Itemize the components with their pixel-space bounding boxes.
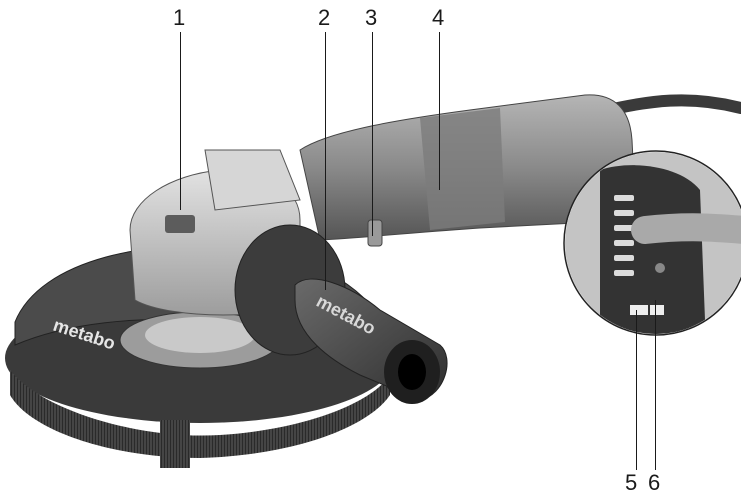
spindle-lock-button — [165, 215, 195, 233]
callout-6: 6 — [648, 470, 661, 495]
leader-line-3 — [372, 32, 374, 236]
inset-content — [565, 152, 741, 334]
leader-line-4 — [439, 32, 441, 190]
callout-5: 5 — [625, 470, 638, 495]
handle-end-hole — [398, 354, 426, 390]
wire-brush — [10, 370, 390, 458]
head-top-vent — [204, 149, 301, 211]
callout-4: 4 — [432, 5, 445, 30]
leader-line-5 — [636, 310, 638, 470]
leader-line-1 — [180, 32, 182, 210]
leader-line-2 — [325, 32, 327, 290]
callout-3: 3 — [365, 5, 378, 30]
grip-band — [420, 108, 505, 230]
brush-lower — [160, 420, 190, 468]
callout-2: 2 — [318, 5, 331, 30]
callout-1: 1 — [173, 5, 186, 30]
leader-line-6 — [655, 300, 657, 470]
flange-inner — [145, 317, 255, 353]
vent-slot — [367, 219, 383, 247]
